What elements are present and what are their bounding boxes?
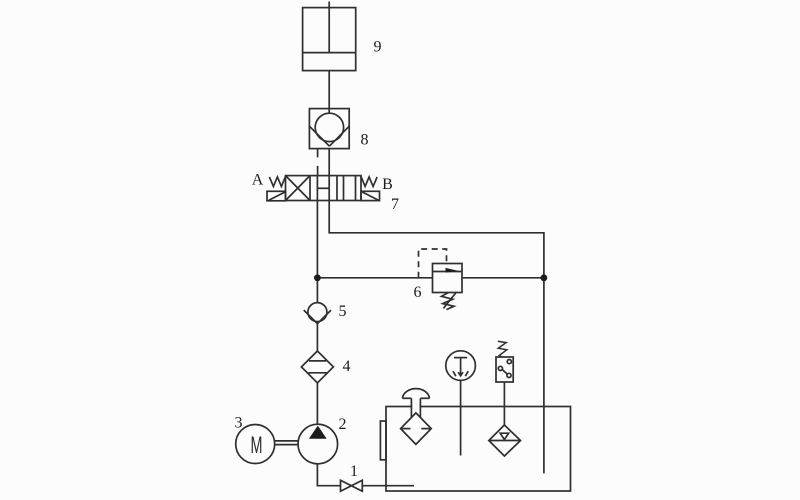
check-valve-5: [303, 301, 332, 325]
junction-dots: [314, 274, 548, 282]
pump-2: [297, 423, 339, 465]
label-solenoid-b: B: [382, 176, 393, 193]
label-pump: 2: [339, 416, 347, 433]
checkvalve-ball: [307, 301, 328, 323]
valve8-seat-right: [328, 125, 350, 147]
label-check-valve: 5: [339, 303, 347, 320]
valve8-seat-left: [308, 125, 331, 147]
junction-dot-right: [540, 274, 548, 282]
tank-thermometer: [444, 349, 477, 456]
level-switch-contact-2: [497, 365, 504, 372]
valve8-ball: [314, 112, 345, 143]
directional-valve-7: [266, 174, 381, 202]
label-directional-valve: 7: [391, 196, 399, 213]
level-switch-contact-1: [506, 358, 513, 365]
level-switch-contact-3: [506, 372, 512, 379]
cylinder-body: [301, 6, 357, 72]
valve7-solenoid-left-slash: [268, 191, 286, 202]
label-shutoff-valve: 1: [350, 463, 358, 480]
valve7-solenoid-right-slash: [361, 191, 379, 201]
tank-breather: [399, 387, 433, 446]
label-motor: 3: [235, 414, 243, 431]
valve1-right-triangle: [349, 478, 364, 493]
motor-letter: M: [251, 432, 263, 459]
label-solenoid-a: A: [252, 172, 264, 189]
valve7-solenoid-left: [266, 190, 287, 202]
filter-4: [300, 349, 335, 385]
label-pilot-check-valve: 8: [361, 132, 369, 149]
pipe-valve7-return: [328, 200, 545, 278]
valve7-solenoid-right: [360, 190, 381, 202]
pump-triangle: [308, 425, 327, 439]
oil-tank: [379, 405, 572, 492]
valve7-cross-2: [284, 175, 311, 202]
label-filter: 4: [343, 358, 351, 375]
valve7-spring-right: [360, 174, 378, 189]
relief-spring-arrow: [442, 292, 457, 309]
tank-level-gauge: [379, 420, 387, 461]
pipe-pump-suction: [316, 463, 341, 487]
breather-cap-dome: [401, 387, 431, 399]
checkvalve-seat-right: [316, 309, 332, 325]
level-switch-lever: [501, 368, 508, 375]
junction-dot-left: [314, 274, 321, 282]
breather-stem-mask: [412, 399, 420, 415]
pipes: [316, 70, 545, 487]
thermometer-stem-flare: [457, 371, 464, 378]
valve1-left-triangle: [339, 478, 354, 493]
component-labels: 9 8 A B 7 6 5 4 3 2 1 M: [235, 39, 422, 480]
strainer-level-mark: [498, 432, 511, 442]
cylinder-9: [301, 1, 357, 72]
relief-pilot-dashed: [417, 248, 448, 278]
relief-box: [431, 262, 463, 294]
relief-arrow: [445, 267, 459, 273]
motor-3: [234, 423, 298, 465]
breather-filter-diamond: [399, 411, 433, 446]
shutoff-valve-1: [339, 478, 364, 493]
pilot-check-valve-8: [308, 107, 351, 150]
relief-spring: [439, 291, 457, 311]
label-cylinder: 9: [374, 39, 382, 56]
relief-valve-6: [417, 248, 463, 311]
level-switch-zigzag: [496, 340, 509, 358]
checkvalve-seat-left: [303, 309, 318, 325]
tank-level-switch: [495, 340, 515, 425]
valve7-spring-left: [268, 174, 287, 189]
filter-diamond: [300, 349, 335, 385]
thermometer-tick-left: [452, 370, 457, 377]
label-relief-valve: 6: [414, 284, 422, 301]
thermometer-tick-right: [464, 370, 469, 377]
tank-strainer: [487, 423, 522, 458]
